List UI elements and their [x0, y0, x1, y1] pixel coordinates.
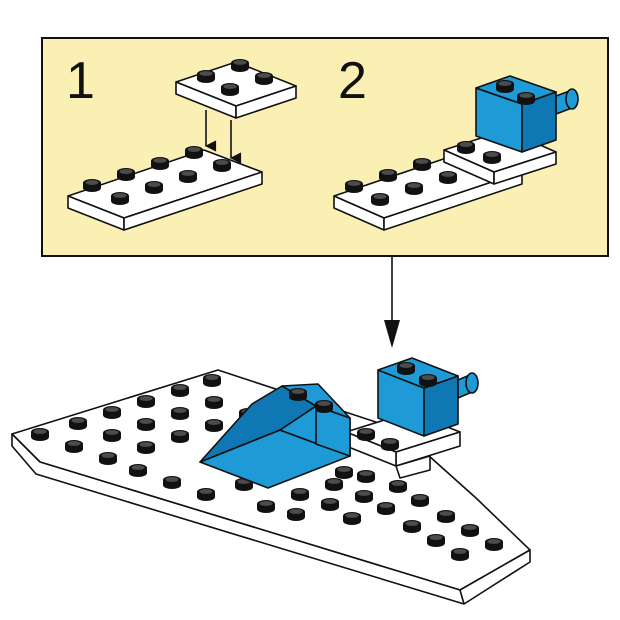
step-1-assembly — [67, 59, 297, 231]
down-arrow-icon — [384, 256, 400, 348]
step-2-assembly — [333, 75, 579, 231]
small-plate — [175, 59, 297, 119]
step-number-2: 2 — [338, 52, 367, 110]
final-model — [11, 357, 531, 605]
blue-slope — [199, 383, 351, 489]
step-number-1: 1 — [66, 52, 95, 110]
final-blue-brick — [377, 357, 479, 437]
blue-brick — [475, 75, 579, 153]
long-plate — [67, 146, 263, 231]
